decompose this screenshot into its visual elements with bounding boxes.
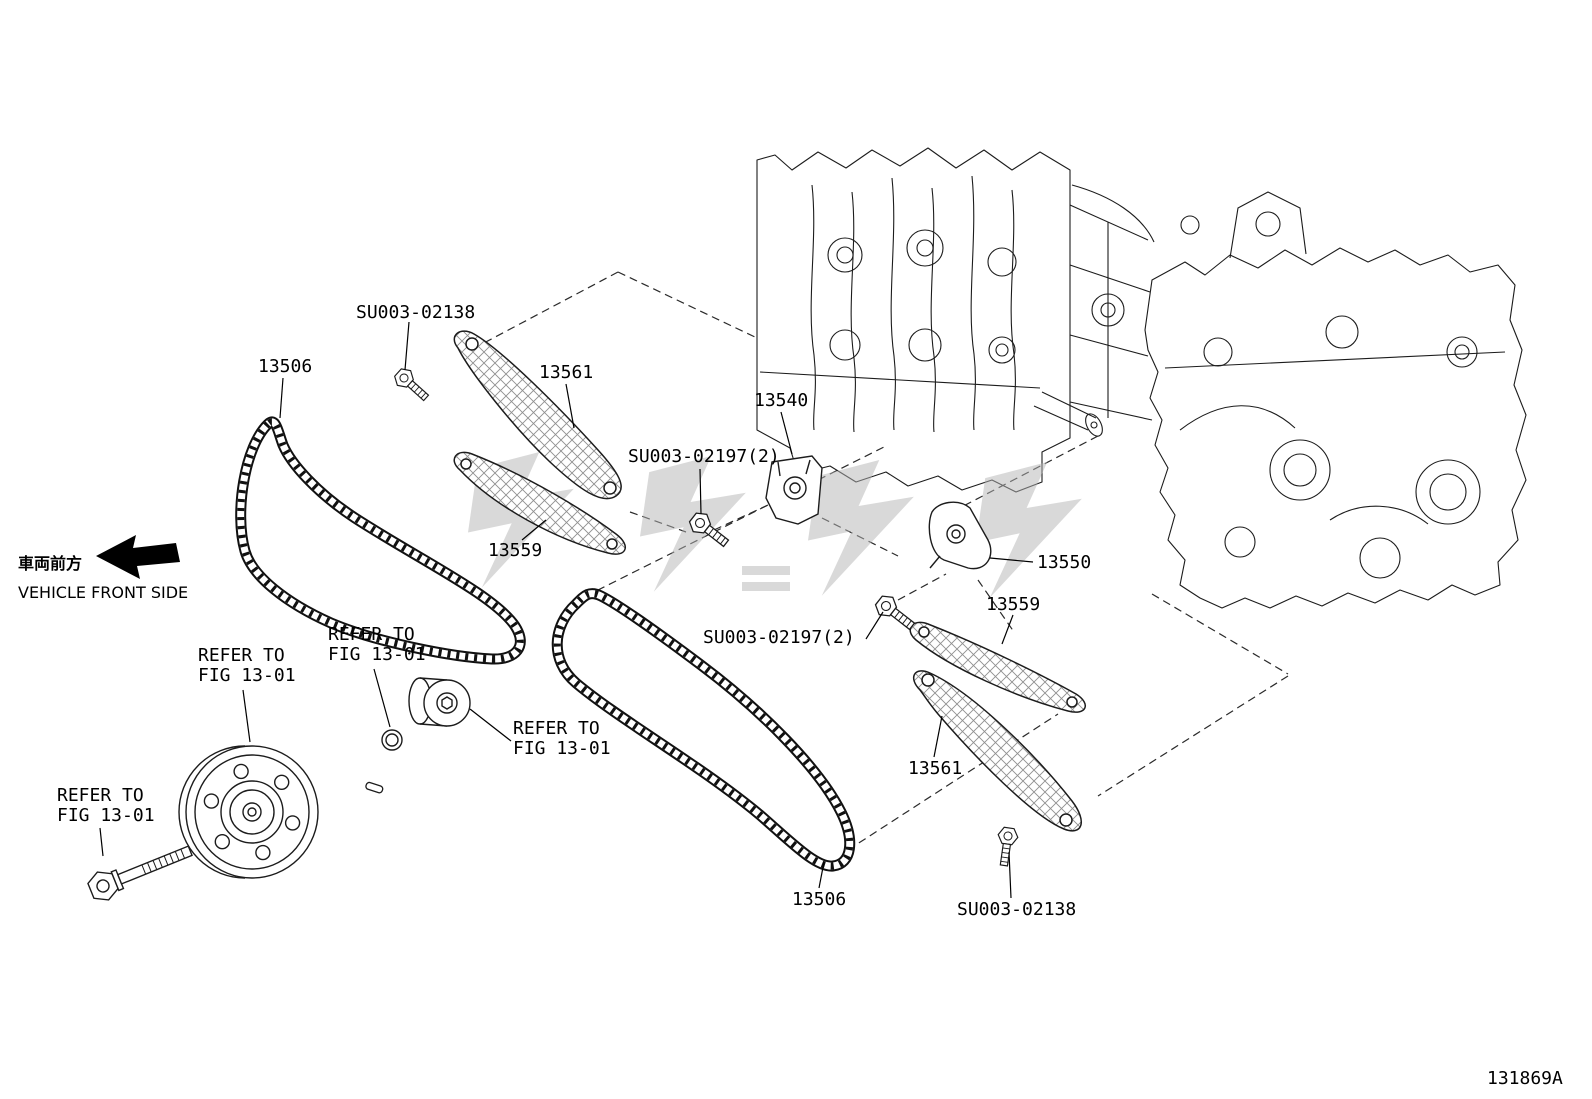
refer-note-line2: FIG 13-01 — [57, 805, 155, 826]
dowel-pin — [365, 781, 384, 794]
part-label-13540: 13540 — [754, 390, 809, 411]
part-label-su003-02138-bottom: SU003-02138 — [957, 899, 1077, 920]
refer-note-bolt: REFER TO FIG 13-01 — [57, 786, 155, 826]
part-label-su003-02197-upper: SU003-02197(2) — [628, 446, 780, 467]
refer-note-line2: FIG 13-01 — [513, 738, 611, 759]
crank-pulley-bolt — [87, 845, 193, 901]
tensioner-lever-13550 — [928, 501, 992, 570]
chain-tensioner-13540 — [765, 455, 823, 525]
part-label-13506-bottom: 13506 — [792, 889, 847, 910]
watermark — [468, 452, 1082, 598]
refer-note-tensioner: REFER TO FIG 13-01 — [513, 719, 611, 759]
engine-block-art — [756, 147, 1527, 609]
chain-guide-lower-13559 — [909, 621, 1086, 713]
part-label-13559-upper: 13559 — [488, 540, 543, 561]
bolt-su003-02138-top — [390, 364, 434, 406]
refer-note-line1: REFER TO — [328, 624, 415, 645]
refer-note-line2: FIG 13-01 — [328, 644, 426, 665]
chain-guide-upper-13559 — [453, 451, 626, 555]
vehicle-front-label-jp: 車両前方 — [18, 554, 83, 573]
drawing-code: 131869A — [1487, 1068, 1563, 1089]
bolt-su003-02138-bottom — [993, 826, 1020, 868]
leader-lines — [99, 321, 1034, 899]
idler-pulley — [408, 677, 471, 727]
part-label-13506-left: 13506 — [258, 356, 313, 377]
vehicle-front-arrow — [96, 535, 180, 579]
part-label-13561-lower: 13561 — [908, 758, 963, 779]
vehicle-front-label-en: VEHICLE FRONT SIDE — [18, 583, 189, 602]
chain-guide-upper-13561 — [453, 330, 622, 500]
refer-note-idler: REFER TO FIG 13-01 — [328, 625, 426, 665]
part-label-su003-02138-top: SU003-02138 — [356, 302, 476, 323]
refer-note-line1: REFER TO — [513, 718, 600, 739]
chain-guide-lower-13561 — [912, 670, 1082, 832]
part-label-13559-lower: 13559 — [986, 594, 1041, 615]
crankshaft-pulley — [178, 745, 319, 879]
refer-note-line1: REFER TO — [198, 645, 285, 666]
refer-note-line2: FIG 13-01 — [198, 665, 296, 686]
part-label-13561-upper: 13561 — [539, 362, 594, 383]
refer-note-line1: REFER TO — [57, 785, 144, 806]
o-ring — [381, 729, 403, 751]
projection-dashed-lines — [481, 271, 1289, 851]
part-label-13550: 13550 — [1037, 552, 1092, 573]
part-label-su003-02197-lower: SU003-02197(2) — [703, 627, 855, 648]
refer-note-pulley: REFER TO FIG 13-01 — [198, 646, 296, 686]
